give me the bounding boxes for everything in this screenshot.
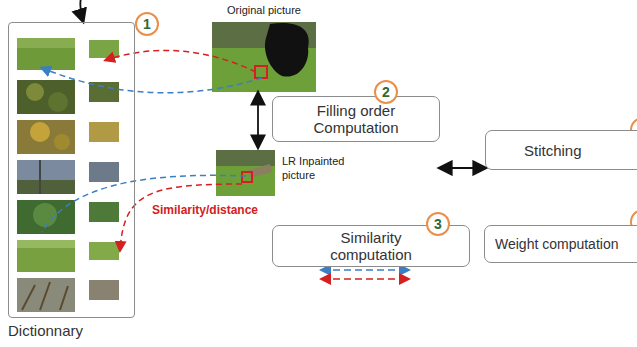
red-dashed-arrow bbox=[322, 278, 408, 280]
blue-dashed-arrow bbox=[322, 269, 408, 271]
node-label: Weight computation bbox=[495, 236, 618, 253]
process-box: Stitching bbox=[485, 130, 637, 170]
node-label: Similarity computation bbox=[306, 229, 436, 263]
process-box: Filling order Computation bbox=[272, 96, 440, 142]
dictionary-border bbox=[8, 22, 135, 318]
node-label: LR Inpainted picture bbox=[282, 154, 352, 182]
process-box: Weight computation bbox=[484, 225, 637, 263]
original-picture-image bbox=[212, 22, 316, 92]
connector-arrow bbox=[440, 167, 485, 169]
callout-number: 1 bbox=[135, 12, 159, 36]
node-label: Filling order Computation bbox=[290, 102, 422, 136]
callout-number: 2 bbox=[374, 80, 398, 104]
lr-inpainted-picture: LR Inpainted picture bbox=[216, 148, 351, 198]
dictionary-thumbnails bbox=[17, 38, 119, 312]
lr-inpainted-image bbox=[216, 150, 275, 196]
connector-arrow bbox=[257, 93, 259, 147]
original-picture: Original picture bbox=[212, 2, 316, 92]
red-match-line bbox=[106, 50, 256, 72]
annotation-label: Similarity/distance bbox=[150, 203, 260, 217]
node-label: Original picture bbox=[212, 4, 316, 16]
blue-match-line bbox=[42, 68, 262, 93]
node-label: Dictionnary bbox=[8, 322, 83, 339]
callout-number: 3 bbox=[426, 212, 450, 236]
red-match-line bbox=[120, 184, 242, 250]
dictionary-panel: Dictionnary bbox=[8, 22, 135, 342]
node-label: Stitching bbox=[524, 142, 582, 159]
